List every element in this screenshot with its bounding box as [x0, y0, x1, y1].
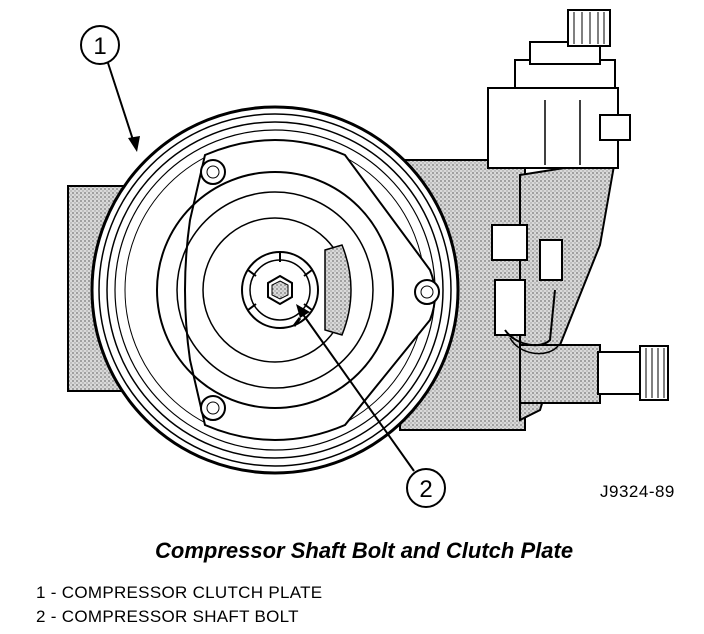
callout-2-number: 2	[419, 476, 432, 503]
callout-1: 1	[80, 25, 140, 152]
callout-2: 2	[296, 304, 446, 508]
legend-item-shaft-bolt: 2 - COMPRESSOR SHAFT BOLT	[36, 607, 299, 626]
figure-caption: Compressor Shaft Bolt and Clutch Plate	[155, 538, 574, 563]
callout-legend: 1 - COMPRESSOR CLUTCH PLATE 2 - COMPRESS…	[36, 581, 322, 629]
figure-id: J9324-89	[600, 482, 675, 501]
callout-1-number: 1	[93, 33, 106, 60]
shaft-bolt	[241, 251, 319, 329]
switch-assembly	[487, 9, 631, 169]
compressor-illustration: 1 2	[67, 9, 669, 508]
legend-item-clutch-plate: 1 - COMPRESSOR CLUTCH PLATE	[36, 583, 323, 602]
